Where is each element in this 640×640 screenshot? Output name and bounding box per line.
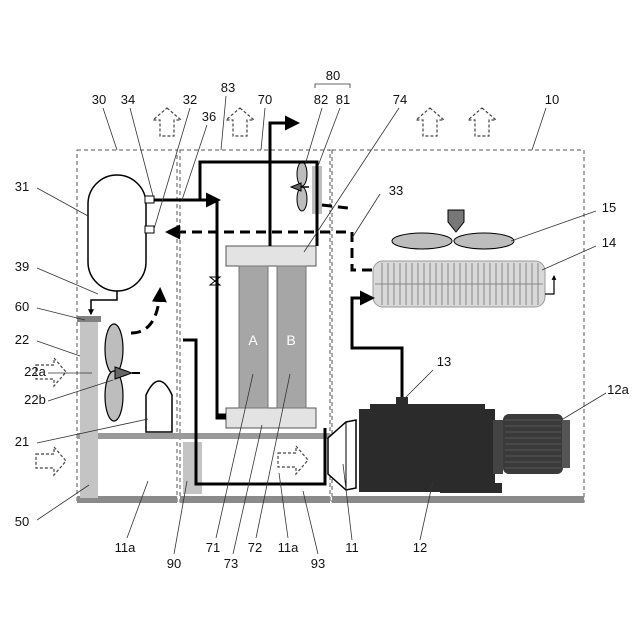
leader-10 (532, 108, 546, 150)
flow-fan-22-up (131, 290, 160, 333)
tank-port-lower (145, 226, 154, 233)
leader-60 (37, 308, 85, 320)
cooler-14 (373, 261, 545, 307)
leader-33 (352, 194, 380, 238)
label-93: 93 (311, 556, 325, 571)
compressor-12-flange (493, 420, 503, 474)
motor-12a-endcap (562, 420, 570, 468)
fan-22-blade-upper (105, 324, 123, 374)
tower-bottom-cap (226, 408, 316, 428)
label-11a-left: 11a (115, 540, 136, 555)
compressor-outlet-13 (396, 397, 408, 407)
fan-82 (291, 162, 309, 211)
leader-14 (542, 246, 596, 270)
leader-11a-left (127, 481, 148, 538)
label-83: 83 (221, 80, 235, 95)
object-21 (146, 381, 172, 432)
shelf-21 (77, 433, 330, 439)
fan-22-hub (115, 367, 132, 379)
label-31: 31 (15, 179, 29, 194)
leader-71 (216, 374, 253, 538)
compressor-12-base (440, 483, 502, 493)
label-14: 14 (602, 235, 616, 250)
floor-middle (180, 496, 330, 503)
label-22a: 22a (24, 364, 46, 379)
fan-15 (392, 210, 514, 249)
leader-83 (221, 96, 226, 150)
fan-22 (105, 324, 140, 421)
label-80: 80 (326, 68, 340, 83)
label-13: 13 (437, 354, 451, 369)
up-airflow-arrow (226, 108, 254, 136)
tank-port-upper (145, 196, 154, 203)
leader-15 (511, 211, 596, 241)
compressor-12-body (359, 409, 495, 492)
label-73: 73 (224, 556, 238, 571)
floor-right (332, 496, 584, 503)
flow-compressor-to-cooler (352, 298, 402, 397)
label-50: 50 (15, 514, 29, 529)
leader-30 (103, 108, 117, 150)
leader-39 (37, 268, 98, 294)
cooler-return-line (545, 276, 554, 294)
label-60: 60 (15, 299, 29, 314)
leader-80-bracket (315, 84, 350, 88)
leader-82 (305, 108, 322, 165)
leader-31 (37, 188, 88, 216)
fan-82-blade-lower (297, 187, 307, 211)
label-12a: 12a (607, 382, 629, 397)
flow-outlet-83 (270, 123, 297, 246)
fan-15-blade-right (454, 233, 514, 249)
fan-15-hub (448, 210, 464, 232)
tower-a-caption: A (248, 332, 258, 348)
tower-b-caption: B (286, 332, 295, 348)
right-airflow-arrow (36, 447, 66, 475)
label-15: 15 (602, 200, 616, 215)
right-airflow-arrow (278, 446, 308, 474)
label-11: 11 (345, 540, 359, 555)
leader-70 (261, 108, 265, 150)
motor-12a (503, 414, 570, 474)
fan-15-blade-left (392, 233, 452, 249)
compressor-12-top (370, 404, 485, 412)
panel-60 (80, 320, 98, 498)
label-71: 71 (206, 540, 220, 555)
tower-top-cap (226, 246, 316, 266)
label-30: 30 (92, 92, 106, 107)
label-81: 81 (336, 92, 350, 107)
up-airflow-arrow (153, 108, 181, 136)
leader-90 (174, 481, 187, 554)
label-33: 33 (389, 183, 403, 198)
up-airflow-arrow (468, 108, 496, 136)
label-39: 39 (15, 259, 29, 274)
leader-13 (405, 370, 433, 398)
label-74: 74 (393, 92, 407, 107)
fan-22-blade-lower (105, 371, 123, 421)
label-72: 72 (248, 540, 262, 555)
label-22b: 22b (24, 392, 46, 407)
label-90: 90 (167, 556, 181, 571)
label-82: 82 (314, 92, 328, 107)
label-21: 21 (15, 434, 29, 449)
up-airflow-arrow (416, 108, 444, 136)
compressor-12 (359, 397, 503, 493)
leader-81 (318, 108, 340, 166)
leader-22 (37, 341, 80, 356)
label-36: 36 (202, 109, 216, 124)
tank-drain-line (91, 291, 117, 314)
label-34: 34 (121, 92, 135, 107)
fan-82-hub (291, 183, 301, 191)
fan-82-blade-upper (297, 162, 307, 186)
label-10: 10 (545, 92, 559, 107)
tank-31 (88, 175, 146, 291)
label-22: 22 (15, 332, 29, 347)
label-70: 70 (258, 92, 272, 107)
label-12: 12 (413, 540, 427, 555)
label-11a-mid: 11a (278, 540, 299, 555)
label-32: 32 (183, 92, 197, 107)
